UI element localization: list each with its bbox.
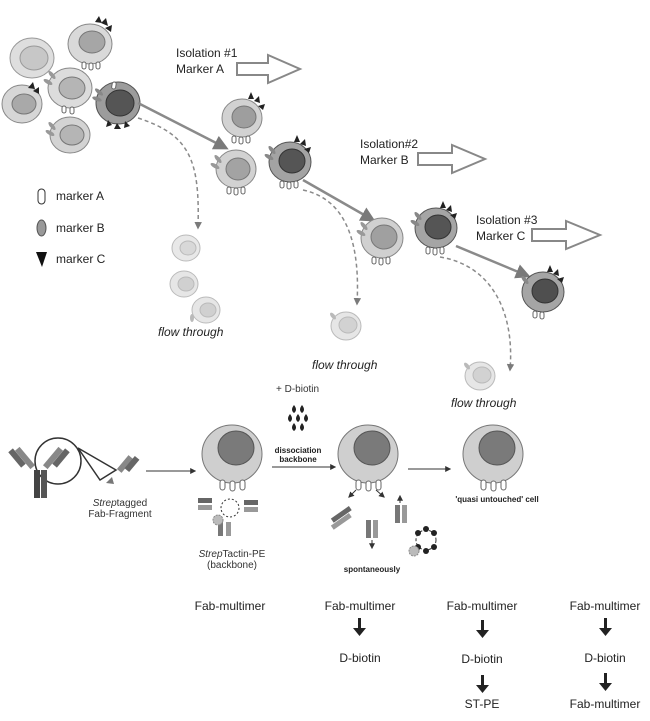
- step-column-3: Fab-multimer: [432, 599, 532, 613]
- flow-through-label-1: flow through: [158, 325, 224, 339]
- dissociation-label: dissociation backbone: [268, 446, 328, 464]
- isolation-marker: Marker C: [476, 229, 526, 243]
- flow-through-cells-3: [464, 361, 496, 391]
- isolation-title: Isolation #3: [476, 213, 538, 227]
- flow-through-cells-2: [330, 311, 362, 341]
- target-cell: [92, 81, 141, 129]
- labeled-cell: [198, 424, 263, 536]
- backbone-label: StrepTactin-PE (backbone): [194, 549, 270, 571]
- step-column-4: Fab-multimer: [555, 599, 650, 613]
- fragment-italic: Strep: [92, 498, 117, 509]
- cell: [43, 67, 93, 115]
- step-column-3-item-2: D-biotin: [461, 652, 503, 666]
- marker-a-icon: [37, 188, 46, 205]
- step-item: Fab-multimer: [569, 599, 641, 613]
- cascade-arrow-3: [455, 244, 531, 279]
- flow-arrow-1: [137, 117, 202, 230]
- legend-marker-a: marker A: [56, 189, 105, 203]
- dissociation-line2: backbone: [279, 455, 317, 464]
- isolation-title: Isolation #1: [176, 46, 238, 60]
- cell: [210, 149, 257, 196]
- cascade-arrow-1: [137, 101, 229, 150]
- cell-cluster: [1, 16, 141, 154]
- fragment-rest: tagged: [116, 498, 148, 509]
- flow-through-cells-1: [169, 234, 221, 324]
- flow-arrow-3: [439, 256, 515, 372]
- step-column-2-item-2: D-biotin: [339, 651, 381, 665]
- cell: [356, 217, 404, 266]
- isolation-arrow-3: [531, 219, 603, 251]
- dissociation-line1: dissociation: [274, 446, 322, 455]
- step-item: Fab-multimer: [446, 599, 518, 613]
- isolation-arrow-1: [236, 53, 303, 85]
- antibody-illustration: [8, 437, 140, 498]
- isolation-title: Isolation#2: [360, 137, 419, 151]
- d-biotin-drops: [288, 405, 308, 431]
- isolation-arrow-2: [417, 143, 488, 175]
- marker-c-icon: [36, 252, 47, 267]
- legend-marker-c: marker C: [56, 252, 106, 266]
- cell: [45, 116, 91, 154]
- flow-through-label-3: flow through: [451, 396, 517, 410]
- streptactin-fragments: [408, 526, 437, 557]
- step-column-3-item-3: ST-PE: [464, 697, 500, 711]
- d-biotin-add-label: + D-biotin: [276, 384, 320, 395]
- spontaneously-label: spontaneously: [343, 565, 401, 574]
- untouched-cell: [462, 424, 524, 492]
- step-item: Fab-multimer: [324, 599, 396, 613]
- cell: [67, 16, 113, 71]
- step-item: Fab-multimer: [194, 599, 266, 613]
- step-column-4-item-3: Fab-multimer: [569, 697, 641, 711]
- backbone-line2: (backbone): [206, 560, 258, 571]
- cell: [9, 37, 55, 79]
- legend-marker-b: marker B: [56, 221, 105, 235]
- fab-fragment-label: Streptagged Fab-Fragment: [80, 498, 160, 520]
- target-cell: [264, 135, 312, 190]
- step-arrows: [353, 618, 612, 693]
- backbone-italic: Strep: [198, 549, 223, 560]
- marker-b-icon: [36, 219, 47, 237]
- quasi-untouched-label: 'quasi untouched' cell: [455, 495, 539, 504]
- isolation-3-label: Isolation #3 Marker C: [476, 212, 537, 244]
- backbone-rest: Tactin-PE: [222, 549, 266, 560]
- step-column-1: Fab-multimer: [180, 599, 280, 613]
- target-cell: [521, 265, 565, 320]
- fragment-line2: Fab-Fragment: [88, 509, 152, 520]
- releasing-cell: [330, 424, 437, 557]
- flow-through-label-2: flow through: [312, 358, 378, 372]
- target-cell: [410, 201, 458, 256]
- cell: [221, 92, 265, 145]
- cell: [1, 82, 43, 124]
- isolation-marker: Marker B: [360, 153, 409, 167]
- cascade-arrow-2: [302, 178, 376, 222]
- isolation-1-label: Isolation #1 Marker A: [176, 45, 237, 77]
- step-column-2: Fab-multimer: [310, 599, 410, 613]
- isolation-marker: Marker A: [176, 62, 225, 76]
- flow-arrow-2: [302, 189, 362, 306]
- isolation-2-label: Isolation#2 Marker B: [360, 136, 418, 168]
- step-column-4-item-2: D-biotin: [584, 651, 626, 665]
